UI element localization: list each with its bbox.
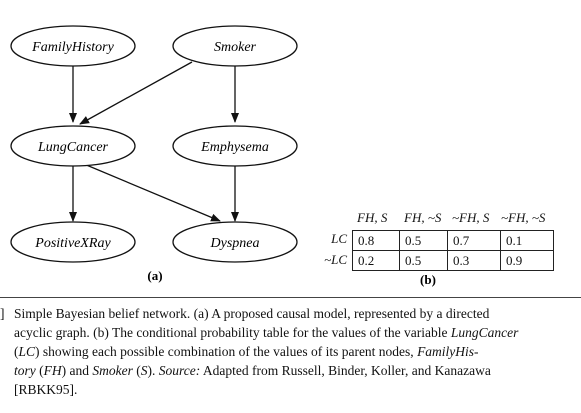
cpt-col-header: FH, S <box>357 210 388 225</box>
node-emphysema: Emphysema <box>172 125 298 167</box>
caption-text: ). <box>147 363 159 378</box>
node-label: LungCancer <box>37 140 109 155</box>
cpt-grid: 0.8 0.5 0.7 0.1 0.2 0.5 0.3 0.9 <box>352 230 554 271</box>
node-dyspnea: Dyspnea <box>172 221 298 263</box>
table-cell: 0.5 <box>399 230 448 251</box>
table-cell: 0.3 <box>447 250 501 271</box>
conditional-probability-table: FH, S FH, ~S ~FH, S ~FH, ~S LC ~LC 0.8 0… <box>324 210 565 271</box>
table-cell: 0.9 <box>500 250 554 271</box>
node-smoker: Smoker <box>172 25 298 67</box>
caption-line: tory (FH) and Smoker (S). Source: Adapte… <box>14 361 572 380</box>
caption-text: Adapted from Russell, Binder, Koller, an… <box>200 363 491 378</box>
node-label: Smoker <box>214 40 257 55</box>
caption-line: Simple Bayesian belief network. (a) A pr… <box>14 304 572 323</box>
cpt-col-header: ~FH, ~S <box>501 210 546 225</box>
caption-variable: Smoker <box>92 363 133 378</box>
cpt-header: FH, S FH, ~S ~FH, S ~FH, ~S <box>330 210 565 228</box>
node-lungcancer: LungCancer <box>10 125 136 167</box>
table-cell: 0.5 <box>399 250 448 271</box>
caption-citation: [RBKK95]. <box>14 382 78 397</box>
caption-variable: FH <box>43 363 62 378</box>
caption-text: Simple Bayesian belief network. (a) A pr… <box>14 306 490 321</box>
caption-text: acyclic graph. (b) The conditional proba… <box>14 325 451 340</box>
caption-text: ( <box>14 344 19 359</box>
table-cell: 0.1 <box>500 230 554 251</box>
cpt-row-label: LC <box>331 231 347 246</box>
table-cell: 0.2 <box>352 250 400 271</box>
table-row: 0.8 0.5 0.7 0.1 <box>352 230 554 251</box>
node-familyhistory: FamilyHistory <box>10 25 136 67</box>
caption-variable: LC <box>18 344 36 359</box>
table-row: 0.2 0.5 0.3 0.9 <box>352 250 554 271</box>
caption-divider <box>0 297 581 298</box>
bayesian-network-diagram: FamilyHistory Smoker LungCancer Emphysem… <box>10 25 436 287</box>
edges <box>69 61 239 222</box>
caption-variable: FamilyHis- <box>417 344 479 359</box>
panel-label-a: (a) <box>147 268 162 283</box>
caption-text: ( <box>35 363 44 378</box>
caption-line: [RBKK95]. <box>14 380 572 399</box>
caption-variable: S <box>140 363 148 378</box>
node-positivexray: PositiveXRay <box>10 221 136 263</box>
caption-variable: tory <box>14 363 36 378</box>
cpt-col-header: ~FH, S <box>452 210 490 225</box>
cpt-col-header: FH, ~S <box>404 210 442 225</box>
node-label: FamilyHistory <box>31 40 114 55</box>
caption-marker: ] <box>0 306 5 321</box>
caption-line: (LC) showing each possible combination o… <box>14 342 572 361</box>
figure-caption: Simple Bayesian belief network. (a) A pr… <box>14 304 572 399</box>
node-label: Emphysema <box>200 140 269 155</box>
caption-variable: LungCancer <box>450 325 519 340</box>
node-label: Dyspnea <box>210 236 260 251</box>
caption-text: ) and <box>61 363 93 378</box>
caption-text: ) showing each possible combination of t… <box>35 344 418 359</box>
caption-text: ( <box>132 363 141 378</box>
table-cell: 0.7 <box>447 230 501 251</box>
node-label: PositiveXRay <box>34 236 111 251</box>
table-cell: 0.8 <box>352 230 400 251</box>
edge-smoker-lungcancer <box>79 61 193 125</box>
panel-label-b: (b) <box>420 272 436 287</box>
cpt-row-label: ~LC <box>324 252 347 267</box>
caption-line: acyclic graph. (b) The conditional proba… <box>14 323 572 342</box>
caption-source-label: Source: <box>158 363 201 378</box>
edge-lungcancer-dyspnea <box>83 163 221 222</box>
